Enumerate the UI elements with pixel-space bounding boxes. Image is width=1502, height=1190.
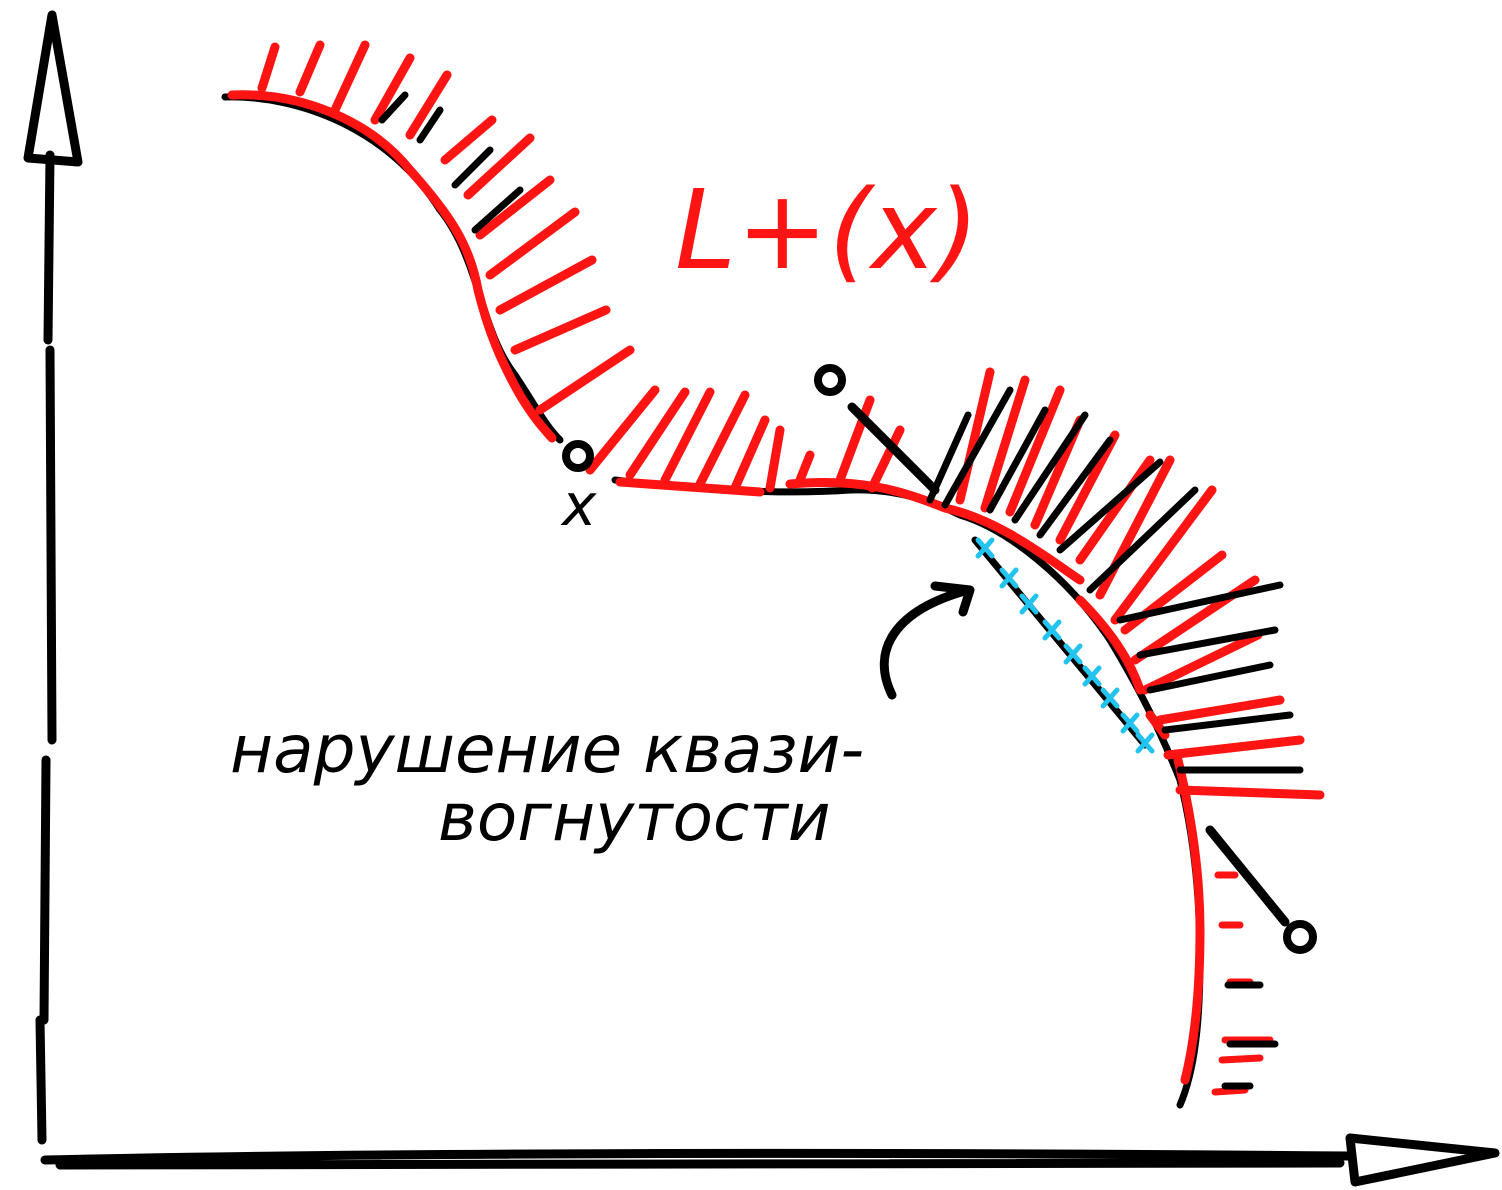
point-x-marker xyxy=(562,440,594,472)
point-x-label: x xyxy=(560,471,597,539)
x-axis-line xyxy=(40,1148,1355,1170)
axes xyxy=(23,10,1500,1187)
x-axis-arrow-icon xyxy=(1345,1133,1500,1187)
set-label: L+(x) xyxy=(675,166,979,294)
point-right-marker xyxy=(1283,920,1317,954)
point-right-connector xyxy=(1205,825,1290,927)
hatching xyxy=(257,40,1325,1096)
violation-markers xyxy=(975,537,1155,754)
point-upper-connector xyxy=(847,402,940,495)
point-upper-marker xyxy=(814,364,846,396)
y-axis-arrow-icon xyxy=(23,10,83,167)
annotation-arrow xyxy=(879,585,973,700)
annotation-arrow-head-icon xyxy=(930,581,975,617)
y-axis-line xyxy=(35,150,57,1145)
annotation-line-2: вогнутости xyxy=(438,779,831,856)
annotation-line-1: нарушение квази- xyxy=(230,711,864,788)
